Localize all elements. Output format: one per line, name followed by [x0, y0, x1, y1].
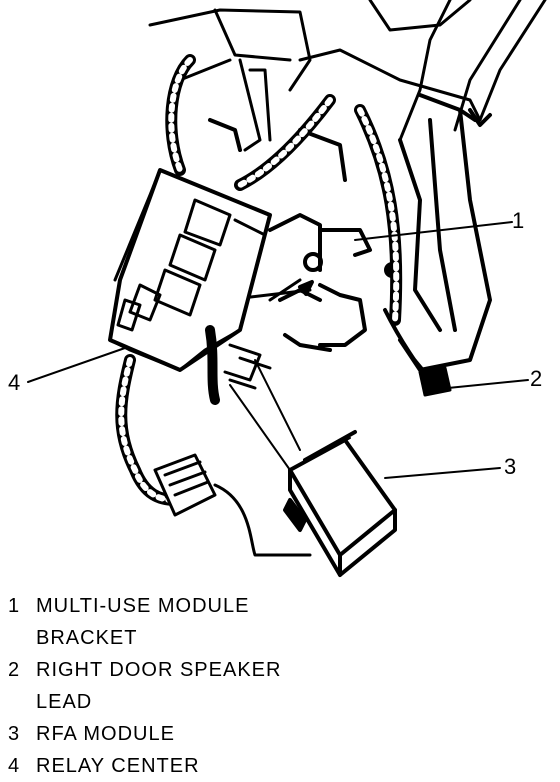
legend-number: 3 [8, 723, 21, 745]
upper-structure [148, 0, 547, 152]
legend-item-4: 4 RELAY CENTER [8, 750, 548, 782]
legend-item-3: 3 RFA MODULE [8, 718, 548, 750]
callout-2: 2 [530, 366, 543, 391]
legend-label: RIGHT DOOR SPEAKER LEAD [36, 654, 548, 718]
rfa-module [283, 430, 397, 577]
legend: 1 MULTI-USE MODULE BRACKET 2 RIGHT DOOR … [8, 590, 548, 782]
legend-label-line2: LEAD [36, 691, 93, 713]
callout-1: 1 [512, 208, 525, 233]
legend-number: 2 [8, 659, 21, 681]
lower-clips [223, 343, 301, 471]
leader-lines [27, 221, 529, 479]
component-diagram [27, 0, 547, 577]
relay-center [108, 168, 272, 372]
legend-label: RELAY CENTER [36, 755, 200, 777]
legend-label: RFA MODULE [36, 723, 175, 745]
legend-label: MULTI-USE MODULE BRACKET [36, 590, 548, 654]
legend-label-line1: MULTI-USE MODULE [36, 595, 250, 617]
legend-label-line1: RIGHT DOOR SPEAKER [36, 659, 282, 681]
callout-3: 3 [504, 454, 517, 479]
legend-number: 1 [8, 595, 21, 617]
legend-number: 4 [8, 755, 21, 777]
speaker-lead-connector [413, 358, 452, 397]
legend-item-1: 1 MULTI-USE MODULE BRACKET [8, 590, 548, 654]
harness-connector [153, 453, 312, 557]
legend-label-line2: BRACKET [36, 627, 138, 649]
legend-item-2: 2 RIGHT DOOR SPEAKER LEAD [8, 654, 548, 718]
callout-4: 4 [8, 370, 21, 395]
